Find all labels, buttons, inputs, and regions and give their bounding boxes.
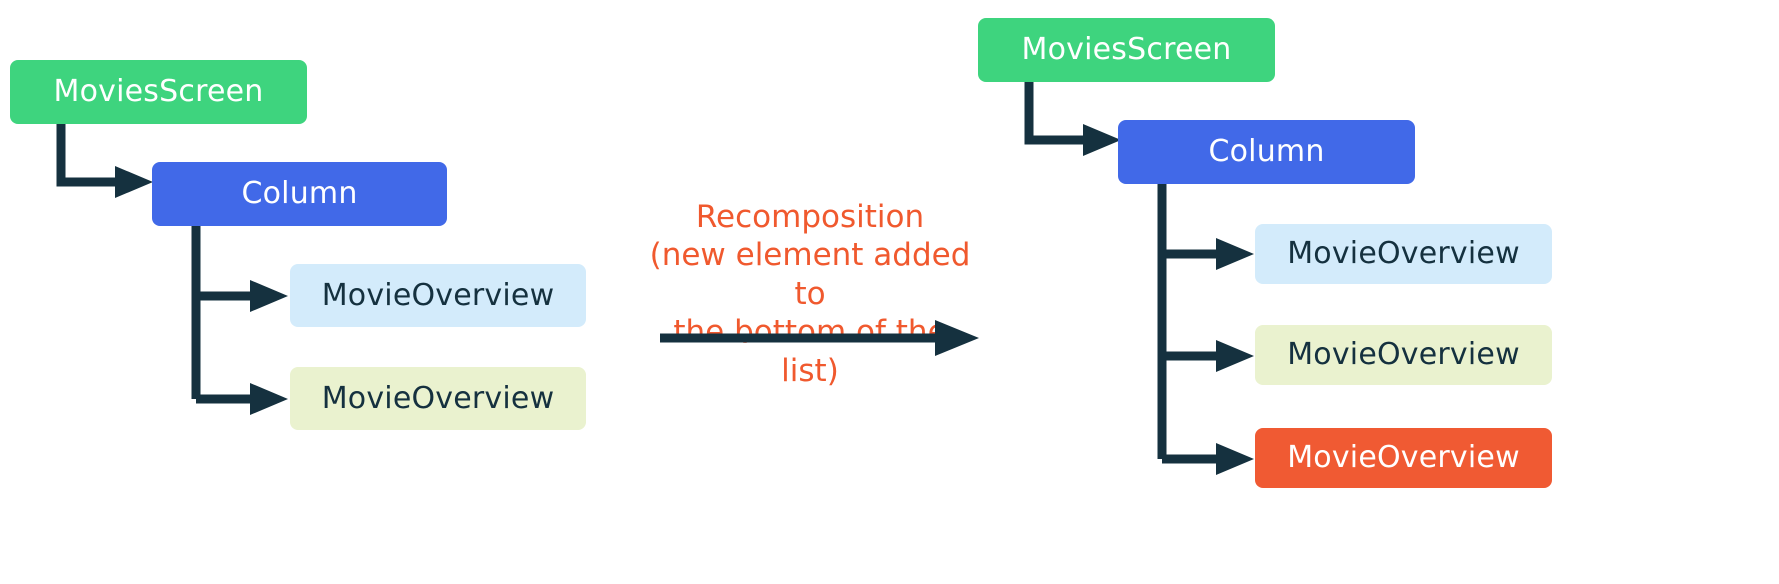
node-movies-screen-before[interactable]: MoviesScreen: [10, 60, 307, 124]
node-label: MoviesScreen: [1021, 32, 1232, 67]
node-label: MovieOverview: [1287, 440, 1520, 475]
node-label: MoviesScreen: [53, 74, 264, 109]
node-label: MovieOverview: [1287, 337, 1520, 372]
connector-column-to-children-before: [191, 222, 288, 415]
node-label: Column: [1208, 134, 1325, 169]
connector-column-to-children-after: [1157, 181, 1254, 475]
node-column-before[interactable]: Column: [152, 162, 447, 226]
node-movie-overview-before-1[interactable]: MovieOverview: [290, 264, 586, 327]
node-movie-overview-before-2[interactable]: MovieOverview: [290, 367, 586, 430]
node-label: MovieOverview: [1287, 236, 1520, 271]
connector-screen-to-column-before: [56, 118, 153, 198]
connector-screen-to-column-after: [1024, 76, 1121, 156]
recomposition-annotation: Recomposition (new element added to the …: [649, 199, 971, 389]
node-column-after[interactable]: Column: [1118, 120, 1415, 184]
node-label: Column: [241, 176, 358, 211]
transition-arrow-icon: [660, 320, 979, 356]
node-movie-overview-after-2[interactable]: MovieOverview: [1255, 325, 1552, 385]
node-movies-screen-after[interactable]: MoviesScreen: [978, 18, 1275, 82]
node-movie-overview-after-3-new[interactable]: MovieOverview: [1255, 428, 1552, 488]
node-label: MovieOverview: [321, 277, 555, 313]
node-movie-overview-after-1[interactable]: MovieOverview: [1255, 224, 1552, 284]
node-label: MovieOverview: [321, 380, 555, 416]
